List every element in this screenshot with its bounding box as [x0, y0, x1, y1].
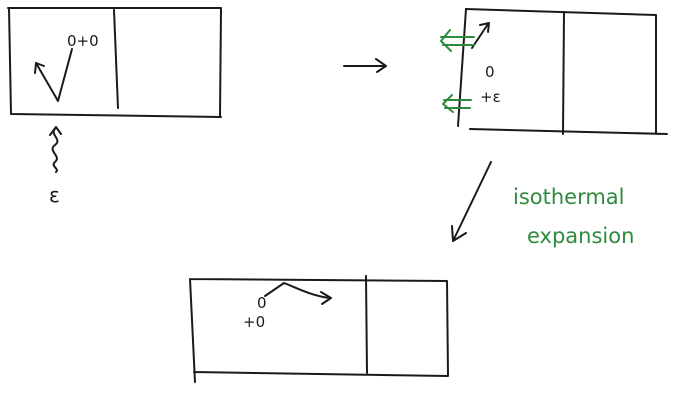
box-heated: 0 +ε [457, 8, 668, 135]
partition-wall-heated [562, 11, 565, 135]
particle-label-expanded: +0 [243, 313, 265, 331]
box-expanded: 0 +0 [189, 275, 449, 383]
particle-label-initial: 0+0 [67, 32, 99, 50]
trajectory-arrowhead [34, 62, 45, 74]
particle-trajectory-initial [35, 48, 73, 102]
partition-wall-expanded [365, 275, 368, 374]
particle-trajectory-expanded [264, 282, 332, 305]
energy-arrowhead [49, 126, 62, 136]
pressure-arrow-bottom [442, 94, 472, 113]
particle-label-heated: 0 [485, 63, 495, 81]
transition-arrow-right [343, 58, 387, 73]
partition-wall-initial [113, 9, 119, 109]
pressure-arrows [440, 29, 475, 113]
transition-arrow-down [451, 161, 492, 242]
caption-line-2: expansion [527, 224, 634, 248]
particle-marker-expanded: 0 [257, 294, 267, 312]
particle-arrow-heated [471, 22, 490, 49]
energy-input: ε [49, 126, 62, 207]
left-wall-pushed [457, 8, 467, 127]
pressure-arrow-top [440, 29, 475, 52]
energy-label-heated: +ε [480, 88, 501, 106]
energy-squiggle [51, 127, 59, 173]
caption-line-1: isothermal [513, 185, 625, 209]
box-initial: 0+0 [7, 7, 222, 118]
energy-symbol: ε [49, 183, 60, 207]
